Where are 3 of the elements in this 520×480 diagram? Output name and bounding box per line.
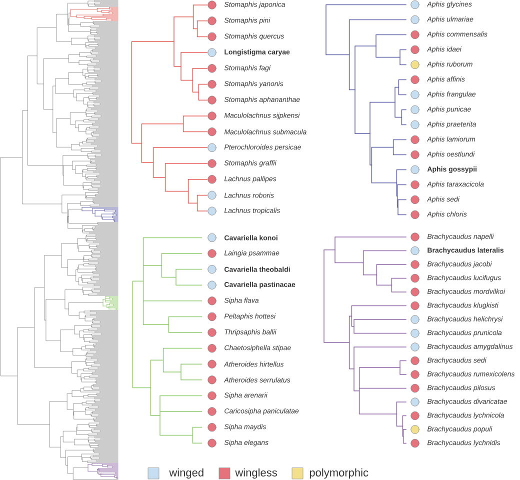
legend-label: winged	[169, 468, 204, 479]
legend-label: wingless	[235, 468, 277, 479]
legend-label: polymorphic	[310, 468, 368, 479]
